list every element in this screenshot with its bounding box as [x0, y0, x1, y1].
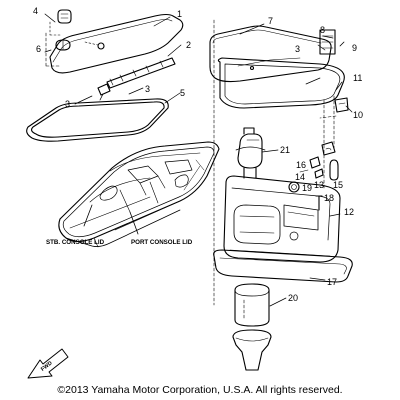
port-console-lid-label: PORT CONSOLE LID — [131, 239, 193, 246]
grommet-19 — [288, 181, 300, 193]
latch-assembly — [299, 97, 349, 181]
callout-4: 4 — [33, 6, 38, 16]
callout-19: 19 — [302, 183, 312, 193]
callout-3a: 3 — [145, 84, 150, 94]
callout-3c: 3 — [295, 44, 300, 54]
callout-leaders — [74, 16, 353, 307]
port-leader — [129, 211, 139, 235]
callout-9: 9 — [352, 43, 357, 53]
stb-console-lid-label: STB. CONSOLE LID — [46, 239, 105, 246]
lid-seal-11 — [217, 57, 345, 109]
callout-21: 21 — [280, 145, 290, 155]
callout-3b: 3 — [65, 99, 70, 109]
callout-12: 12 — [344, 207, 354, 217]
copyright-notice: ©2013 Yamaha Motor Corporation, U.S.A. A… — [57, 384, 343, 396]
boat-hull — [58, 141, 220, 248]
callout-18: 18 — [324, 193, 334, 203]
callout-8: 8 — [320, 25, 325, 35]
gasket-17 — [213, 249, 353, 283]
callout-11: 11 — [353, 73, 362, 83]
bolt-18 — [315, 195, 323, 211]
lid-seal-5 — [26, 98, 169, 142]
callout-2: 2 — [186, 40, 191, 50]
filler-21 — [235, 127, 266, 179]
stb-leader — [83, 204, 93, 227]
callout-15: 15 — [333, 180, 343, 190]
callout-6: 6 — [36, 44, 41, 54]
assembly-leaders — [213, 19, 337, 321]
container-20 — [232, 283, 272, 371]
callout-14: 14 — [295, 172, 305, 182]
fwd-arrow — [27, 348, 69, 379]
hinge-2 — [97, 57, 176, 101]
callout-17: 17 — [327, 277, 337, 287]
callout-7: 7 — [268, 16, 273, 26]
port-console-lid — [209, 25, 332, 83]
latch-parts — [44, 9, 105, 67]
callout-13: 13 — [314, 180, 324, 190]
callout-1: 1 — [177, 9, 182, 19]
callout-10: 10 — [353, 110, 363, 120]
callout-numbers: 1 2 3 3 3 4 5 6 7 8 9 10 11 12 13 14 15 … — [33, 6, 363, 303]
callout-5: 5 — [180, 88, 185, 98]
callout-20: 20 — [288, 293, 298, 303]
callout-16: 16 — [296, 160, 306, 170]
